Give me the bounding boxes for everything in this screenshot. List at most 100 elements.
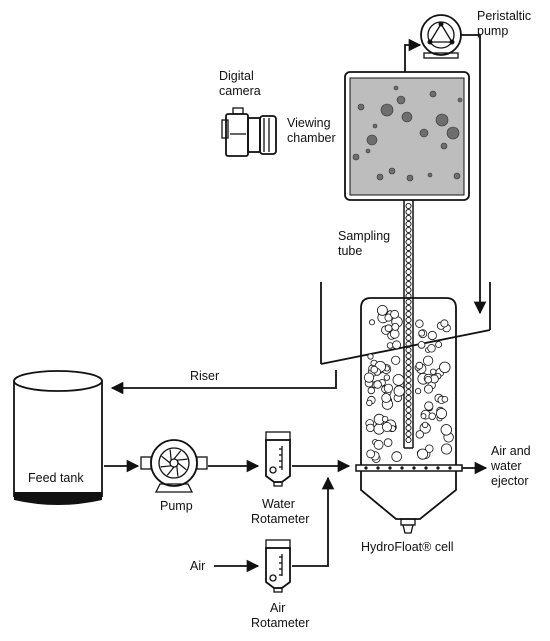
bubble	[364, 466, 368, 470]
bubble	[389, 329, 400, 339]
bubble	[405, 208, 412, 216]
bubble	[405, 352, 412, 360]
bubble	[384, 324, 393, 333]
bubble	[357, 103, 365, 111]
bubble	[352, 153, 360, 161]
air-rotameter-label: Air Rotameter	[251, 601, 309, 630]
bubble	[405, 220, 412, 228]
rotameter-icon	[265, 539, 291, 593]
bubble	[405, 400, 412, 408]
bubble	[418, 329, 426, 337]
bubble	[440, 424, 453, 436]
bubble	[406, 174, 414, 182]
hydrofloat-cell	[320, 282, 491, 534]
bubble	[417, 448, 429, 460]
bubble	[366, 134, 378, 146]
bubble	[405, 244, 412, 252]
impeller-blade	[160, 465, 172, 468]
bubble	[405, 376, 412, 384]
bubble	[405, 214, 412, 222]
bubble	[405, 412, 412, 420]
bubble	[405, 382, 412, 390]
bubble	[436, 466, 440, 470]
bubble	[441, 395, 449, 403]
bubble	[415, 361, 424, 370]
impeller-blade	[161, 455, 171, 464]
bubble	[405, 238, 412, 246]
bubble	[405, 358, 412, 366]
bubble	[368, 319, 375, 326]
bubble	[405, 334, 412, 342]
rotameter-icon	[265, 431, 291, 487]
impeller-blade	[166, 466, 175, 476]
bubble	[435, 113, 449, 127]
bubble	[393, 385, 405, 397]
bubble	[383, 374, 391, 381]
bubble	[405, 280, 412, 288]
bubble	[405, 304, 412, 312]
bubble	[428, 412, 436, 420]
water-rotameter-label: Water Rotameter	[251, 497, 309, 526]
bubble	[423, 384, 433, 394]
air-label: Air	[190, 559, 205, 573]
bubble	[405, 406, 412, 414]
bubble	[439, 361, 451, 374]
riser-label: Riser	[190, 369, 219, 383]
bubble	[400, 466, 404, 470]
bubble	[376, 173, 384, 181]
bubble	[448, 466, 452, 470]
bubble	[457, 97, 463, 103]
bubble	[405, 424, 412, 432]
impeller-blade	[173, 450, 182, 460]
bubble	[366, 449, 376, 459]
bubble	[392, 374, 405, 386]
chamber-bubbles	[352, 85, 463, 182]
bubble	[396, 95, 406, 105]
peristaltic-pump-label: Peristaltic pump	[477, 9, 535, 38]
bubble	[405, 430, 412, 438]
bubble	[420, 413, 427, 420]
bubble	[405, 388, 412, 396]
bubble	[372, 123, 378, 129]
bubble	[376, 304, 388, 316]
bubble	[373, 439, 384, 450]
cell-bubbles	[363, 304, 454, 463]
pump-return-tube	[460, 34, 487, 315]
peristaltic-pump-icon	[420, 14, 462, 59]
bubble	[440, 319, 449, 328]
air-water-ejector-label: Air and water ejector	[490, 444, 534, 488]
bubble	[405, 310, 412, 318]
bubble	[390, 309, 400, 319]
bubble	[380, 103, 394, 117]
bubble	[391, 451, 403, 462]
bubble	[412, 466, 416, 470]
bubble	[366, 423, 375, 433]
feed-tank	[13, 370, 103, 505]
bubble	[405, 436, 412, 444]
bubble	[435, 341, 443, 348]
chamber-to-pump-tube	[404, 38, 422, 72]
bubble	[405, 274, 412, 282]
impeller-blade	[176, 465, 179, 477]
hydrofloat-cell-label: HydroFloat® cell	[361, 540, 454, 554]
bubble	[427, 330, 437, 341]
bubble	[405, 262, 412, 270]
bubble	[363, 372, 375, 383]
bubble	[405, 346, 412, 354]
bubble	[405, 298, 412, 306]
sampling-tube	[403, 200, 414, 449]
bubble	[430, 368, 437, 375]
bubble	[388, 466, 392, 470]
bubble	[405, 370, 412, 378]
bubble	[405, 202, 412, 210]
feed-tank-label: Feed tank	[28, 471, 84, 485]
bubble	[419, 128, 429, 138]
bubble	[405, 256, 412, 264]
bubble	[370, 365, 379, 374]
bubble	[417, 341, 426, 349]
bubble	[391, 322, 400, 331]
bubble	[453, 172, 461, 180]
bubble	[405, 286, 412, 294]
bubble	[424, 401, 434, 411]
bubble	[366, 399, 373, 407]
